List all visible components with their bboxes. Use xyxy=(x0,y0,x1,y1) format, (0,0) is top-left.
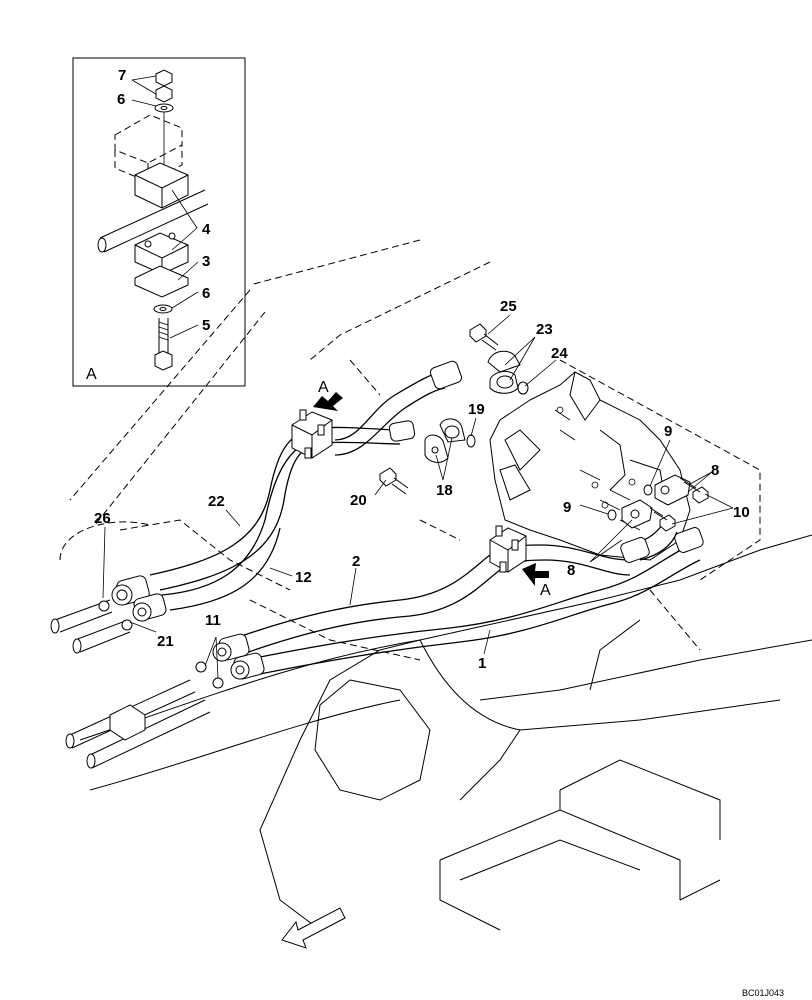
callout-7: 7 xyxy=(118,67,126,84)
callout-8-upper: 8 xyxy=(711,462,719,479)
callout-26: 26 xyxy=(94,510,111,527)
callout-5: 5 xyxy=(202,317,210,334)
callout-24: 24 xyxy=(551,345,568,362)
view-marker-upper: A xyxy=(318,379,329,396)
callout-6-lower: 6 xyxy=(202,285,210,302)
callout-1: 1 xyxy=(478,655,486,672)
view-marker-lower: A xyxy=(540,582,551,599)
frame-outline xyxy=(59,239,761,661)
callout-19: 19 xyxy=(468,401,485,418)
leader-lines xyxy=(102,75,734,679)
callout-12: 12 xyxy=(295,569,312,586)
callout-2: 2 xyxy=(352,553,360,570)
hose-fittings xyxy=(50,360,704,769)
callout-11: 11 xyxy=(205,612,221,629)
detail-view-a xyxy=(72,57,246,387)
small-parts xyxy=(379,323,709,532)
callout-25: 25 xyxy=(500,298,517,315)
view-arrows xyxy=(281,392,549,949)
callout-21: 21 xyxy=(157,633,174,650)
callout-8-lower: 8 xyxy=(567,562,575,579)
callout-22: 22 xyxy=(208,493,225,510)
machine-frame xyxy=(79,534,812,931)
callout-3: 3 xyxy=(202,253,210,270)
control-valve xyxy=(489,371,691,561)
drawing-code: BC01J043 xyxy=(742,988,784,998)
callout-labels: 7 6 4 3 6 5 A 25 23 24 19 18 20 9 8 10 9… xyxy=(86,67,784,998)
hose-clamps xyxy=(291,409,527,573)
callout-23: 23 xyxy=(536,321,553,338)
callout-20: 20 xyxy=(350,492,367,509)
callout-6-upper: 6 xyxy=(117,91,125,108)
callout-9-upper: 9 xyxy=(664,423,672,440)
hoses xyxy=(149,371,701,676)
callout-4: 4 xyxy=(202,221,211,238)
detail-view-label: A xyxy=(86,366,97,383)
callout-9-lower: 9 xyxy=(563,499,571,516)
callout-10: 10 xyxy=(733,504,750,521)
callout-18: 18 xyxy=(436,482,453,499)
